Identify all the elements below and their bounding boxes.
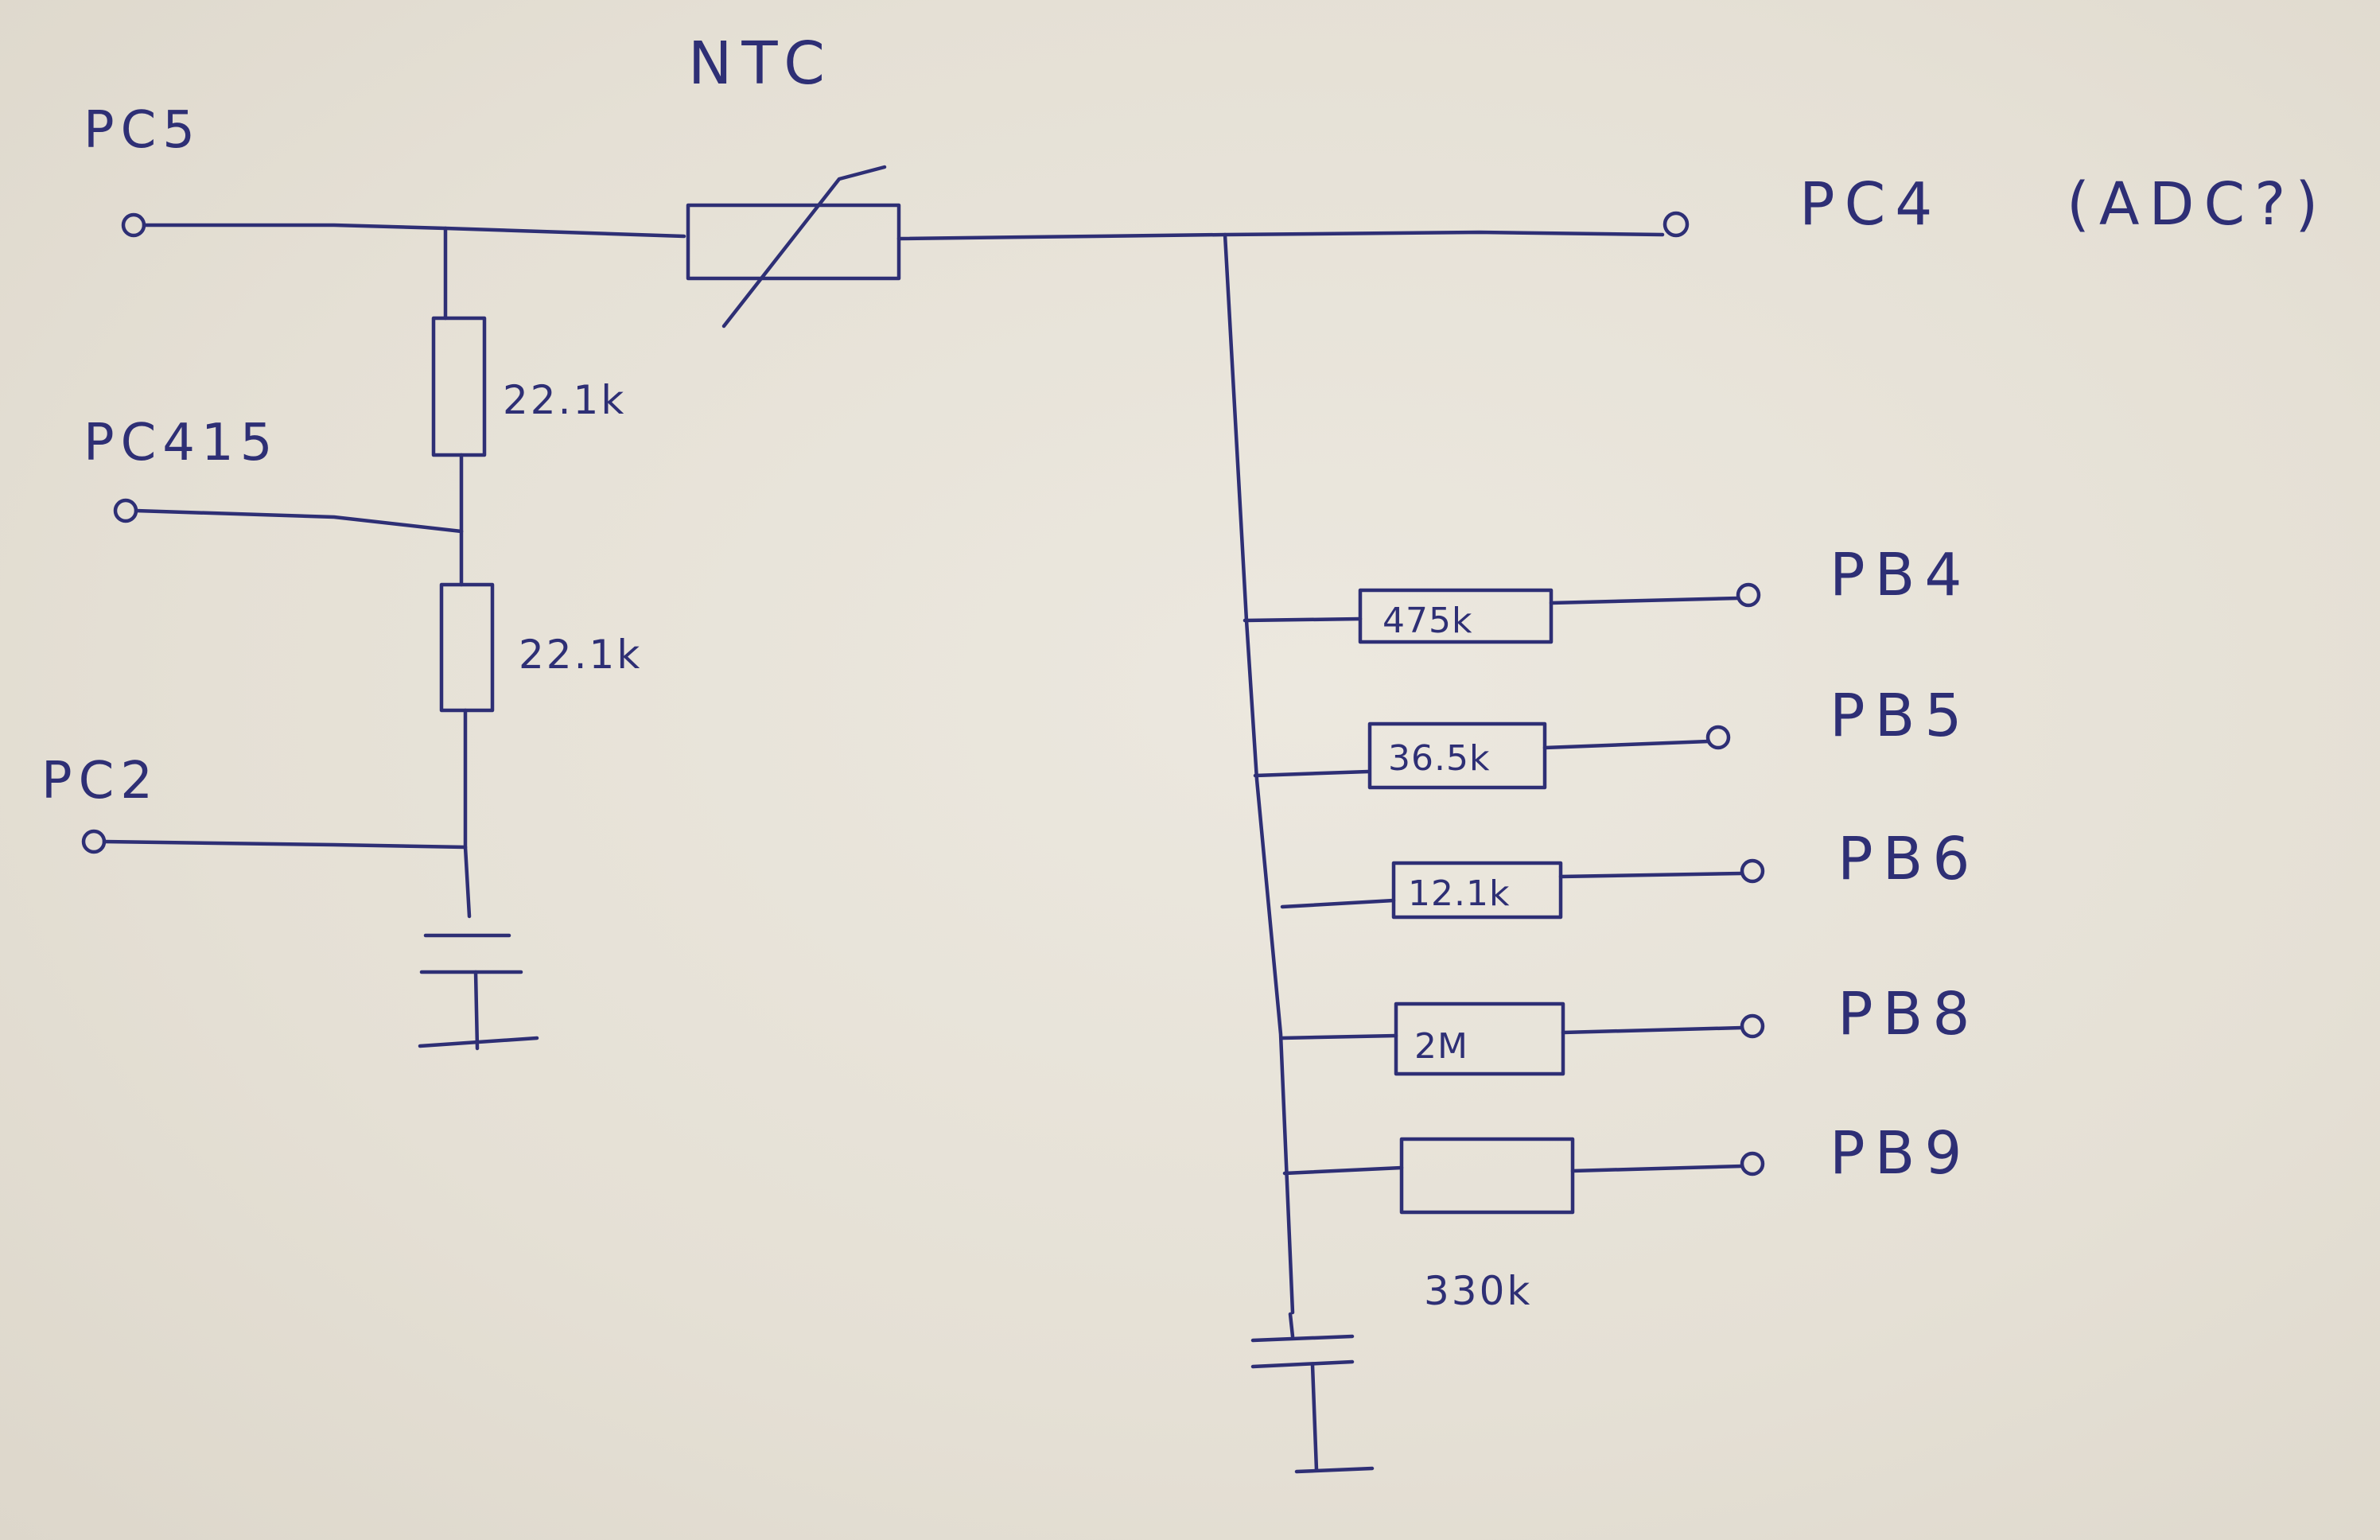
pc4-label: PC4: [1799, 170, 1942, 239]
r-pb8-label: 2M: [1414, 1026, 1468, 1067]
pb6-label: PB6: [1838, 825, 1979, 893]
ladder-bus: [1223, 232, 1295, 1315]
left-divider-network: [81, 212, 686, 1051]
resistor-12-1k: [1391, 861, 1563, 920]
pc2-label: PC2: [41, 752, 159, 811]
pb8-pin: [1740, 1013, 1765, 1039]
pb4-wire-left: [1242, 616, 1363, 623]
pc2-wire: [102, 839, 468, 850]
pb5-wire-left: [1253, 769, 1371, 778]
ntc-thermistor: [686, 165, 1690, 329]
pc4-note: (ADC?): [2067, 170, 2328, 239]
pb9-wire-right: [1570, 1164, 1744, 1173]
pb6-wire-left: [1280, 898, 1396, 909]
cap-left-lead: [463, 845, 472, 919]
cap-right-lead: [1288, 1312, 1295, 1339]
r-mid-label: 22.1k: [519, 632, 642, 678]
pc415-label: PC415: [84, 414, 278, 472]
pb8-wire-left: [1280, 1033, 1398, 1040]
pc415-wire: [134, 508, 464, 534]
pb6-wire-right: [1558, 871, 1744, 879]
resistor-2m: [1394, 1001, 1565, 1076]
pb9-wire-left: [1282, 1165, 1404, 1176]
cap-right-plate-top: [1250, 1334, 1355, 1343]
pb9-pin: [1740, 1151, 1765, 1176]
r-pb5-label: 36.5k: [1388, 738, 1490, 779]
pb5-label: PB5: [1830, 682, 1971, 750]
pc4-pin: [1662, 211, 1690, 238]
cap-right-ground-lead: [1310, 1363, 1319, 1472]
ground-left: [418, 1036, 539, 1048]
cap-right-plate-bottom: [1250, 1359, 1355, 1369]
cap-left-ground-lead: [473, 970, 480, 1051]
pb9-label: PB9: [1830, 1119, 1971, 1188]
pb4-pin: [1736, 582, 1761, 608]
r-pb4-label: 475k: [1382, 601, 1472, 641]
pc5-wire: [142, 223, 686, 239]
pb4-wire-right: [1549, 596, 1740, 605]
resistor-36-5k: [1367, 721, 1547, 790]
pb4-label: PB4: [1830, 541, 1971, 609]
r-top-label: 22.1k: [503, 377, 626, 423]
pb5-pin: [1705, 725, 1731, 750]
pc4-wire: [896, 230, 1665, 241]
pc5-pin: [121, 212, 146, 238]
resistor-22k-bottom: [439, 582, 495, 713]
ntc-slash: [721, 165, 887, 329]
r-pb9-label: 330k: [1424, 1268, 1532, 1314]
pc5-label: PC5: [84, 101, 201, 160]
resistor-475k: [1358, 588, 1554, 644]
pb8-wire-right: [1561, 1025, 1744, 1035]
pb5-wire-right: [1542, 739, 1711, 750]
ntc-label: NTC: [688, 29, 834, 98]
pb8-label: PB8: [1838, 980, 1979, 1048]
pb6-pin: [1740, 858, 1765, 884]
right-ladder-network: [1223, 232, 1765, 1474]
resistor-330k: [1399, 1137, 1575, 1215]
pc415-pin: [113, 498, 138, 523]
ground-right: [1294, 1466, 1375, 1474]
r-pb6-label: 12.1k: [1408, 873, 1510, 914]
resistor-22k-top: [431, 316, 487, 457]
ntc-body: [686, 203, 901, 281]
pc2-pin: [81, 829, 107, 854]
labels: NTC PC5 PC415 PC2 PC4 (ADC?) PB4 PB5 PB6…: [41, 29, 2328, 1314]
